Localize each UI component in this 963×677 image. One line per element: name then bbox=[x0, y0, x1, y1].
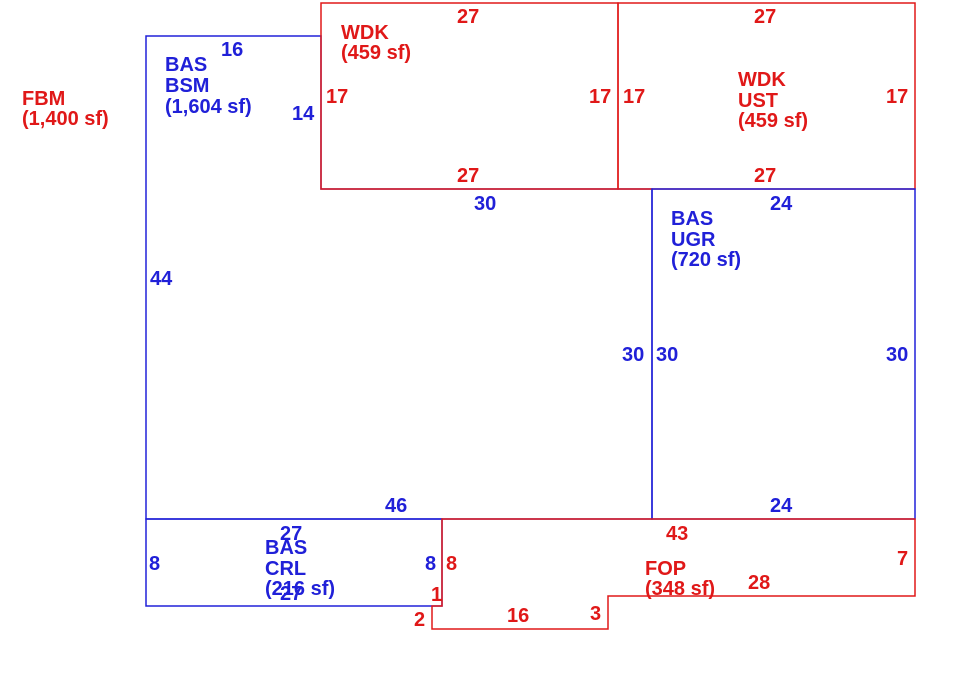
bsm-code1: BAS bbox=[165, 54, 207, 76]
bsm-dim-mid-top: 30 bbox=[474, 193, 496, 215]
crl-dim-bottom: 27 bbox=[280, 583, 302, 605]
fop-code: FOP bbox=[645, 558, 686, 580]
fop-dim-step-up: 3 bbox=[590, 603, 601, 625]
wdk-left-dim-right: 17 bbox=[589, 86, 611, 108]
bsm-area: (1,604 sf) bbox=[165, 96, 252, 118]
crl-dim-top: 27 bbox=[280, 523, 302, 545]
fop-area: (348 sf) bbox=[645, 578, 715, 600]
bsm-code2: BSM bbox=[165, 75, 209, 97]
fop-dim-step-right: 28 bbox=[748, 572, 770, 594]
wdk-left-code: WDK bbox=[341, 22, 389, 44]
ugr-dim-left: 30 bbox=[656, 344, 678, 366]
bsm-dim-step: 14 bbox=[292, 103, 315, 125]
ugr-dim-top: 24 bbox=[770, 193, 793, 215]
ugr-dim-right: 30 bbox=[886, 344, 908, 366]
fop-dim-notch: 1 bbox=[431, 584, 442, 606]
crl-area: (216 sf) bbox=[265, 578, 335, 600]
wdk-right-area: (459 sf) bbox=[738, 110, 808, 132]
wdk-right-dim-bottom: 27 bbox=[754, 165, 776, 187]
fop-dim-top: 43 bbox=[666, 523, 688, 545]
wdk-left-dim-bottom: 27 bbox=[457, 165, 479, 187]
fop-dim-bottom: 16 bbox=[507, 605, 529, 627]
fbm-code: FBM bbox=[22, 88, 65, 110]
wdk-right-code1: WDK bbox=[738, 69, 786, 91]
fop-dim-left: 8 bbox=[446, 553, 457, 575]
crl-code1: BAS bbox=[265, 537, 307, 559]
crl-code2: CRL bbox=[265, 558, 306, 580]
fop-dim-right: 7 bbox=[897, 548, 908, 570]
ugr-dim-bottom: 24 bbox=[770, 495, 793, 517]
bsm-dim-left: 44 bbox=[150, 268, 173, 290]
bsm-dim-right: 30 bbox=[622, 344, 644, 366]
fop-outline bbox=[431, 518, 916, 630]
bsm-dim-top: 16 bbox=[221, 39, 243, 61]
crl-dim-right: 8 bbox=[425, 553, 436, 575]
wdk-left-dim-left: 17 bbox=[326, 86, 348, 108]
crl-dim-left: 8 bbox=[149, 553, 160, 575]
wdk-right-code2: UST bbox=[738, 90, 778, 112]
ugr-code2: UGR bbox=[671, 229, 716, 251]
ugr-area: (720 sf) bbox=[671, 249, 741, 271]
wdk-right-dim-right: 17 bbox=[886, 86, 908, 108]
fbm-area: (1,400 sf) bbox=[22, 108, 109, 130]
ugr-code1: BAS bbox=[671, 208, 713, 230]
wdk-right-dim-top: 27 bbox=[754, 6, 776, 28]
wdk-left-dim-top: 27 bbox=[457, 6, 479, 28]
bsm-dim-bottom: 46 bbox=[385, 495, 407, 517]
wdk-right-dim-left: 17 bbox=[623, 86, 645, 108]
wdk-left-area: (459 sf) bbox=[341, 42, 411, 64]
fop-dim-corner-left: 2 bbox=[414, 609, 425, 631]
